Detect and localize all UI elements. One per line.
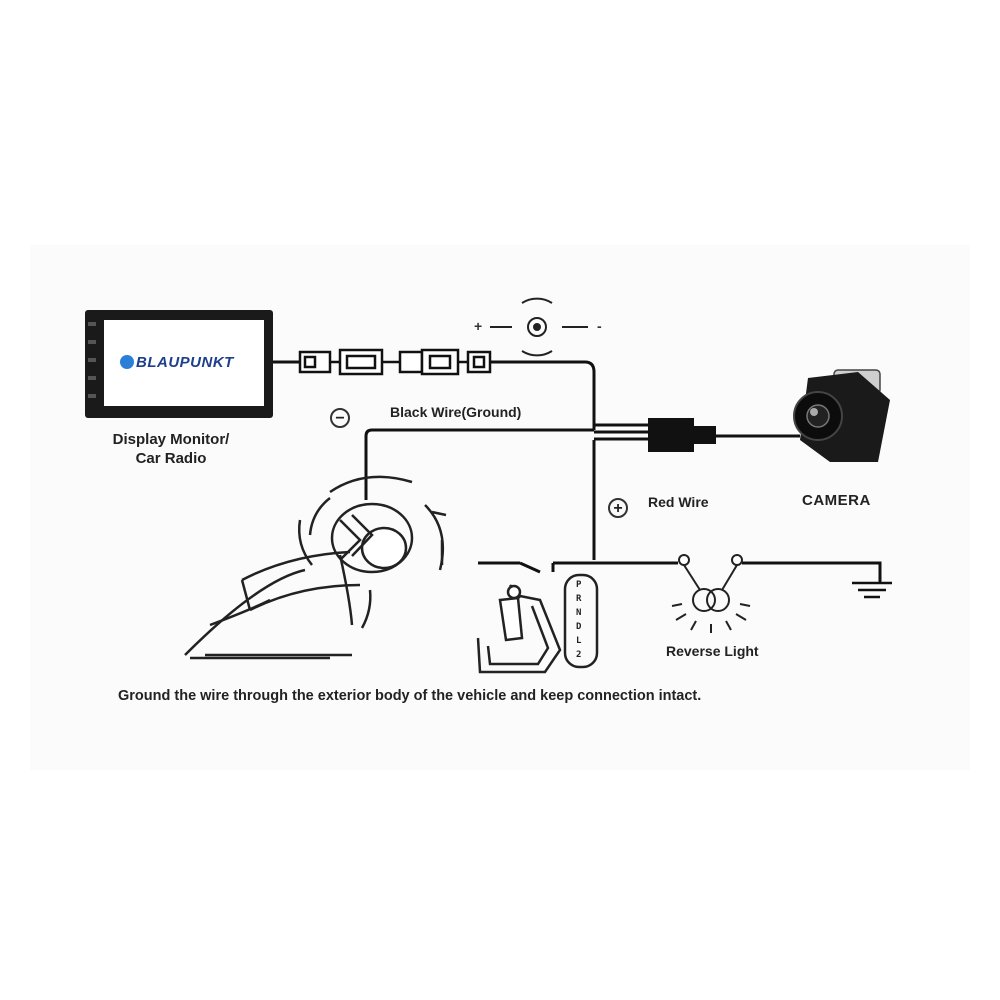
reverse-light-label: Reverse Light <box>666 643 759 659</box>
red-wire-label: Red Wire <box>648 494 709 510</box>
gear-position-p: P <box>576 580 582 590</box>
gear-position-l: L <box>576 636 582 646</box>
gear-position-2: 2 <box>576 650 582 660</box>
ground-wire <box>364 428 594 500</box>
camera-icon <box>793 369 890 462</box>
gear-position-n: N <box>576 608 582 618</box>
black-wire-label: Black Wire(Ground) <box>390 404 522 420</box>
junction-box <box>594 418 800 452</box>
gear-position-r: R <box>576 594 582 604</box>
connector-icon <box>298 348 492 376</box>
gear-shift-icon <box>476 573 599 674</box>
monitor-label-line1: Display Monitor/ <box>112 431 230 448</box>
bulb-minus-label: - <box>597 318 602 334</box>
harness-wire <box>273 360 596 430</box>
monitor-label: Display Monitor/ Car Radio <box>96 430 246 468</box>
reverse-light-icon <box>671 554 751 633</box>
camera-label: CAMERA <box>802 492 871 509</box>
ground-symbol-icon <box>852 581 892 599</box>
bulb-plus-label: + <box>474 318 483 334</box>
gear-position-d: D <box>576 622 582 632</box>
plus-icon: + <box>608 498 628 518</box>
bulb-icon <box>490 297 588 357</box>
monitor-icon <box>85 310 273 418</box>
monitor-label-line2: Car Radio <box>135 450 207 467</box>
minus-icon: − <box>330 408 350 428</box>
ground-bolt-icon <box>184 475 447 660</box>
red-wire <box>478 440 882 583</box>
footer-note: Ground the wire through the exterior bod… <box>118 688 702 704</box>
monitor-brand-logo: BLAUPUNKT <box>136 354 234 371</box>
